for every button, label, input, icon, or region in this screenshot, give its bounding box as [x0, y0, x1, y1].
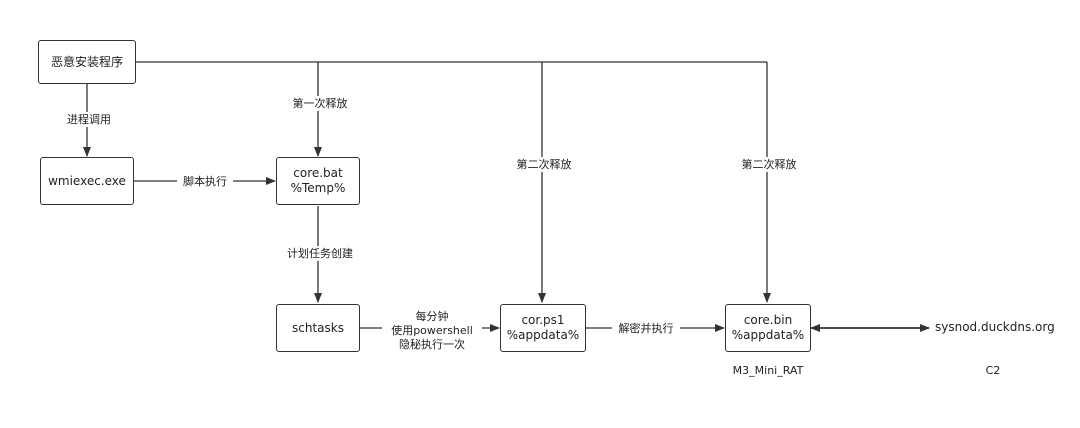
caption-c2: C2 — [985, 364, 1001, 377]
edge-label-every-minute-line3: 隐秘执行一次 — [399, 338, 465, 351]
node-cor-ps1: cor.ps1 %appdata% — [500, 304, 586, 352]
node-core-bat: core.bat %Temp% — [276, 157, 360, 205]
edge-label-second-release-ps1: 第二次释放 — [510, 157, 578, 172]
edge-label-process-call: 进程调用 — [62, 112, 116, 127]
node-cor-ps1-path: %appdata% — [506, 328, 580, 342]
edge-label-every-minute-line2: 使用powershell — [391, 324, 473, 337]
edge-label-script-exec: 脚本执行 — [177, 174, 233, 189]
node-core-bin: core.bin %appdata% — [725, 304, 811, 352]
node-core-bin-path: %appdata% — [731, 328, 805, 342]
edge-label-decrypt-exec: 解密并执行 — [612, 321, 680, 336]
node-cor-ps1-name: cor.ps1 — [521, 313, 565, 327]
edge-label-first-release: 第一次释放 — [286, 96, 354, 111]
node-schtasks-label: schtasks — [292, 320, 344, 335]
node-core-bin-name: core.bin — [743, 313, 793, 327]
edge-label-second-release-bin: 第二次释放 — [735, 157, 803, 172]
node-core-bat-path: %Temp% — [290, 181, 346, 195]
node-wmiexec-label: wmiexec.exe — [48, 173, 126, 188]
caption-rat-name: M3_Mini_RAT — [732, 364, 804, 377]
c2-domain-label: sysnod.duckdns.org — [935, 320, 1055, 334]
node-installer-label: 恶意安装程序 — [50, 54, 123, 69]
edge-label-every-minute: 每分钟 使用powershell 隐秘执行一次 — [382, 309, 482, 353]
node-installer: 恶意安装程序 — [38, 40, 136, 84]
node-core-bat-name: core.bat — [293, 166, 343, 180]
edge-label-task-create: 计划任务创建 — [280, 246, 360, 261]
node-wmiexec: wmiexec.exe — [40, 157, 134, 205]
node-schtasks: schtasks — [276, 304, 360, 352]
edge-label-every-minute-line1: 每分钟 — [415, 310, 449, 323]
